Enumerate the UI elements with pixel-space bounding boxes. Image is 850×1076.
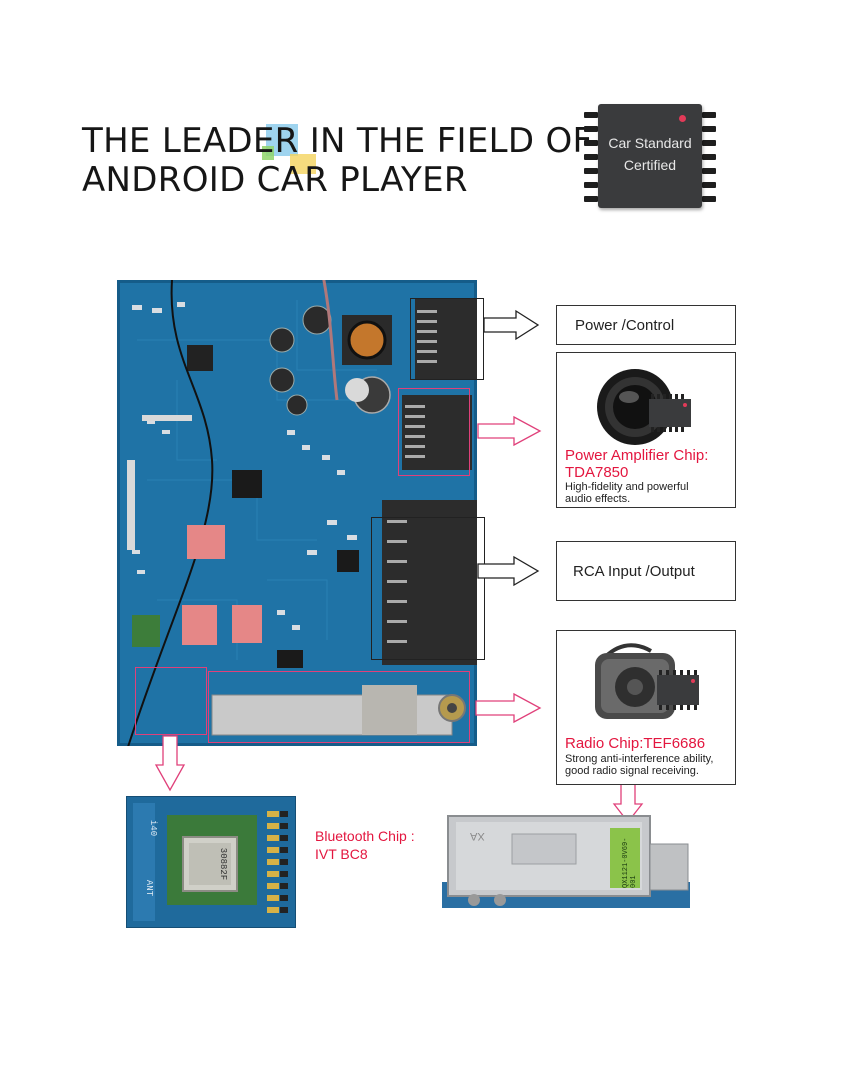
chip-pin [702, 196, 716, 202]
chip-pin [584, 112, 598, 118]
radio-desc-2: good radio signal receiving. [565, 765, 699, 777]
chip-label: Car Standard Certified [598, 132, 702, 176]
speaker-icon [597, 369, 691, 445]
headline: THE LEADER IN THE FIELD OF ANDROID CAR P… [82, 122, 592, 200]
chip-pin [702, 168, 716, 174]
chip-pin [702, 112, 716, 118]
radio-tuner-highlight [208, 671, 470, 743]
power-control-highlight [410, 298, 484, 380]
decor-square-green [262, 146, 274, 160]
chip-pin [702, 126, 716, 132]
amplifier-desc-2: audio effects. [565, 493, 631, 505]
rca-label: RCA Input /Output [573, 563, 695, 580]
chip-pin [584, 182, 598, 188]
amplifier-highlight [398, 388, 470, 476]
bluetooth-label-line-2: IVT BC8 [315, 846, 368, 862]
power-control-callout: Power /Control [556, 305, 736, 345]
bt-ant-mark: ANT [144, 879, 155, 897]
amplifier-callout: Power Amplifier Chip: TDA7850 High-fidel… [556, 352, 736, 508]
chip-pin [584, 154, 598, 160]
rca-callout: RCA Input /Output [556, 541, 736, 601]
power-control-label: Power /Control [575, 317, 675, 334]
amplifier-model: TDA7850 [565, 464, 629, 481]
tuner-module-illustration [442, 815, 690, 908]
radio-callout: Radio Chip:TEF6686 Strong anti-interfere… [556, 630, 736, 785]
radio-title: Radio Chip:TEF6686 [565, 735, 706, 752]
radio-desc-1: Strong anti-interference ability, [565, 753, 714, 765]
headline-line-2: ANDROID CAR PLAYER [82, 160, 468, 200]
chip-pin [584, 168, 598, 174]
amplifier-title: Power Amplifier Chip: [565, 447, 709, 464]
chip-pin [702, 154, 716, 160]
main-circuit-board [117, 280, 477, 746]
chip-body [598, 104, 702, 208]
chip-label-line-1: Car Standard [608, 135, 692, 151]
tuner-brand: XA [470, 830, 485, 842]
tuner-label: QX1121-0V69-001 [622, 837, 638, 888]
bluetooth-label-line-1: Bluetooth Chip : [315, 828, 415, 844]
amplifier-desc-1: High-fidelity and powerful [565, 481, 689, 493]
bluetooth-highlight [135, 667, 207, 735]
bluetooth-chip-label: Bluetooth Chip : IVT BC8 [315, 827, 415, 863]
chip-pin [584, 126, 598, 132]
radio-icon [595, 643, 699, 719]
chip-label-line-2: Certified [623, 157, 677, 173]
chip-pin [702, 140, 716, 146]
headline-line-1: THE LEADER IN THE FIELD OF [82, 121, 593, 161]
rca-highlight [371, 517, 485, 660]
decor-square-yellow [290, 154, 316, 174]
bluetooth-module-photo: 30882F ANT i40 [126, 796, 296, 928]
pcb-components-illustration [127, 280, 477, 746]
chip-pin [584, 140, 598, 146]
bluetooth-module-illustration [133, 803, 288, 921]
bt-code-mark: i40 [148, 819, 159, 837]
chip-indicator-dot [679, 115, 686, 122]
bt-module-id: 30882F [218, 847, 229, 881]
chip-pin [584, 196, 598, 202]
chip-pin [702, 182, 716, 188]
tuner-module-photo: QX1121-0V69-001 XA [442, 814, 690, 908]
